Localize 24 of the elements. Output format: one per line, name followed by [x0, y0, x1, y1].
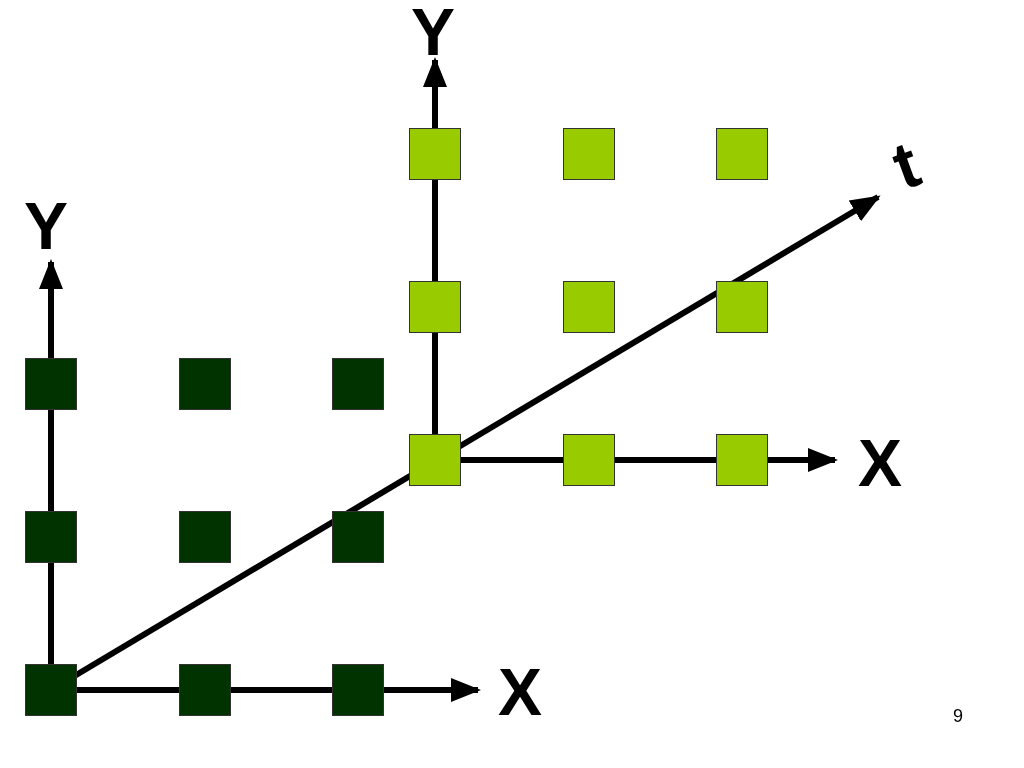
grid-square — [332, 511, 384, 563]
grid-square — [25, 358, 77, 410]
axis-label: Y — [24, 193, 68, 259]
grid-square — [716, 434, 768, 486]
grid-square — [25, 664, 77, 716]
grid-square — [332, 358, 384, 410]
grid-square — [179, 358, 231, 410]
axis-label: X — [858, 430, 902, 496]
grid-square — [179, 511, 231, 563]
grid-square — [563, 281, 615, 333]
grid-square — [563, 434, 615, 486]
grid-square — [25, 511, 77, 563]
grid-square — [716, 281, 768, 333]
grid-square — [409, 434, 461, 486]
grid-square — [716, 128, 768, 180]
grid-square — [409, 128, 461, 180]
grid-square — [563, 128, 615, 180]
page-number: 9 — [953, 707, 963, 725]
axis-label: Y — [411, 0, 455, 65]
grid-square — [179, 664, 231, 716]
grid-square — [409, 281, 461, 333]
axis-label: X — [498, 659, 542, 725]
axis-label: t — [884, 130, 928, 200]
grid-square — [332, 664, 384, 716]
